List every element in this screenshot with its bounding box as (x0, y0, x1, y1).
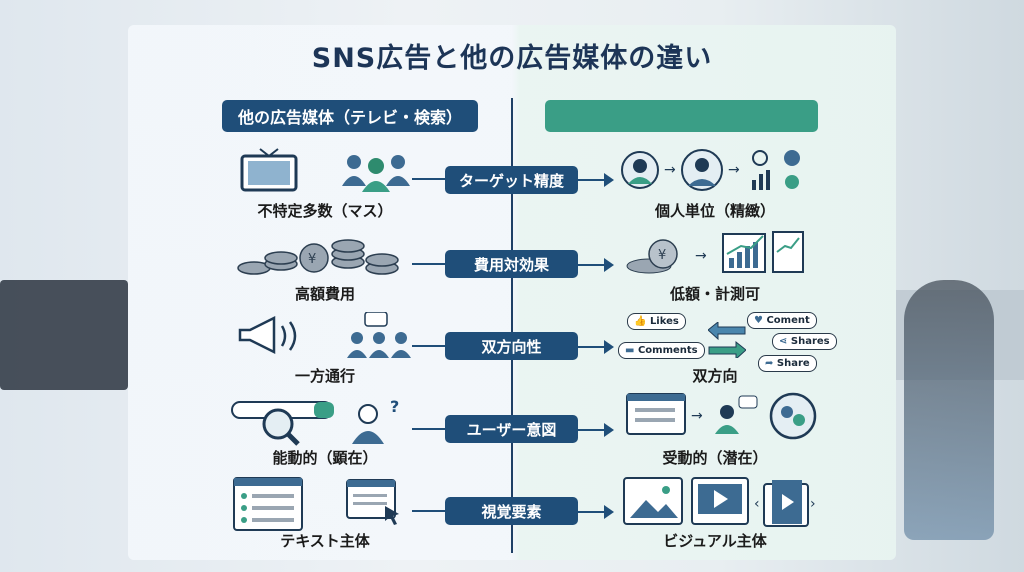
share-nodes-icon: ⋖ (779, 336, 791, 347)
megaphone-icon (238, 316, 297, 355)
likes-bubble: 👍 Likes (627, 313, 686, 330)
shares-text: Shares (790, 336, 830, 347)
left-label-1: 不特定多数（マス） (257, 202, 393, 220)
svg-text:→: → (728, 162, 740, 178)
comments-text: Comments (637, 345, 698, 356)
background-monitor (0, 280, 128, 390)
text-document-cursor-icon (346, 479, 399, 525)
share-bubble: ➦ Share (758, 355, 817, 372)
visual-media-icon: ‹› (623, 477, 816, 527)
svg-text:‹: ‹ (754, 496, 760, 512)
thumbs-up-icon: 👍 (634, 316, 650, 327)
passive-feed-icon: → (626, 392, 817, 440)
arrow-icon (578, 423, 614, 437)
criterion-pill-4: ユーザー意図 (445, 415, 578, 443)
left-header: 他の広告媒体（テレビ・検索） (222, 100, 478, 132)
left-label-5: テキスト主体 (280, 532, 370, 550)
criterion-pill-2: 費用対効果 (445, 250, 578, 278)
arrow-icon (578, 173, 614, 187)
search-icon: ? (231, 397, 399, 446)
left-label-4: 能動的（顕在） (272, 449, 378, 467)
svg-text:¥: ¥ (658, 248, 666, 263)
right-label-2: 低額・計測可 (669, 285, 760, 303)
right-label-5: ビジュアル主体 (663, 532, 767, 550)
right-label-4: 受動的（潜在） (662, 449, 768, 467)
arrow-icon (578, 505, 614, 519)
left-label-2: 高額費用 (294, 285, 355, 303)
svg-text:›: › (810, 496, 816, 512)
coment-text: Coment (766, 315, 810, 326)
criterion-pill-5: 視覚要素 (445, 497, 578, 525)
two-way-arrows-icon (708, 322, 746, 358)
audience-icon (347, 312, 411, 358)
arrow-icon (578, 340, 614, 354)
comments-bubble: ▬ Comments (618, 342, 705, 359)
arrow-icon (578, 258, 614, 272)
svg-text:→: → (691, 408, 703, 424)
share-arrow-icon: ➦ (765, 358, 777, 369)
low-cost-chart-icon: ¥→ (626, 231, 804, 274)
criterion-pill-3: 双方向性 (445, 332, 578, 360)
right-label-3: 双方向 (692, 367, 738, 385)
connector-line (412, 428, 445, 430)
connector-line (412, 345, 445, 347)
svg-text:¥: ¥ (308, 252, 316, 267)
background-person (904, 280, 994, 540)
targeting-icon: →→ (621, 149, 800, 191)
shares-bubble: ⋖ Shares (772, 333, 837, 350)
comment-icon: ▬ (625, 345, 638, 356)
tv-icon (240, 148, 298, 192)
share-text: Share (776, 358, 810, 369)
coment-bubble: ♥ Coment (747, 312, 817, 329)
criterion-pill-1: ターゲット精度 (445, 166, 578, 194)
right-label-1: 個人単位（精緻） (654, 202, 775, 220)
svg-text:→: → (664, 162, 676, 178)
right-header (545, 100, 818, 132)
connector-line (412, 263, 445, 265)
svg-text:→: → (695, 248, 707, 264)
connector-line (412, 178, 445, 180)
likes-text: Likes (649, 316, 679, 327)
connector-line (412, 510, 445, 512)
coin-stacks-icon: ¥ (237, 239, 399, 275)
left-label-3: 一方通行 (294, 367, 355, 385)
svg-text:?: ? (390, 397, 399, 416)
heart-icon: ♥ (754, 315, 767, 326)
page-title: SNS広告と他の広告媒体の違い (311, 43, 713, 74)
center-divider (511, 98, 513, 553)
crowd-icon (342, 155, 410, 192)
text-page-icon (233, 477, 303, 531)
